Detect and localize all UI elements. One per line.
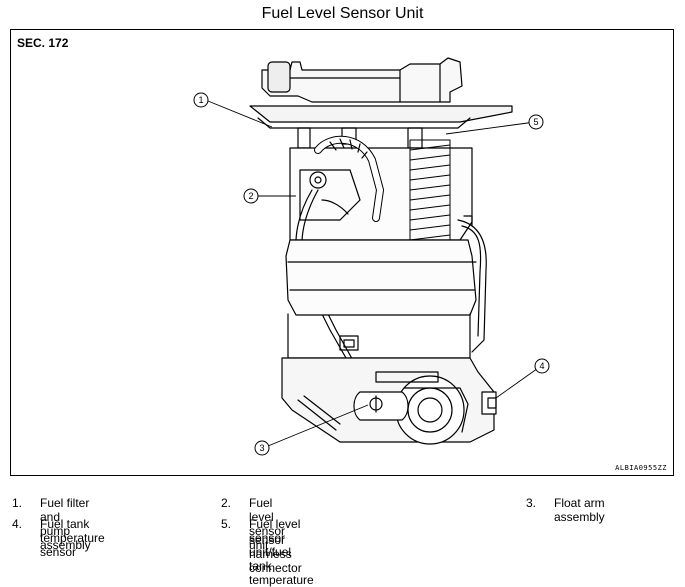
- page-title: Fuel Level Sensor Unit: [261, 5, 424, 22]
- callout-1: 1: [198, 95, 203, 105]
- section-label: SEC. 172: [17, 36, 69, 50]
- legend-number: 4.: [12, 517, 23, 531]
- callout-3: 3: [259, 443, 264, 453]
- callout-circle-5: [528, 114, 544, 130]
- legend-number: 2.: [221, 496, 232, 510]
- callout-2: 2: [248, 191, 253, 201]
- callout-5: 5: [533, 117, 538, 127]
- diagram-frame: SEC. 172 ALBIA0955ZZ: [10, 29, 674, 476]
- callout-circle-2: [243, 188, 259, 204]
- legend-number: 5.: [221, 517, 232, 531]
- callout-circle-1: [193, 92, 209, 108]
- legend-text-continued: sensor harness connector: [249, 533, 302, 575]
- legend-number: 3.: [526, 496, 537, 510]
- fuel-level-sensor-illustration: 1 2 3 4 5: [193, 57, 550, 456]
- callout-4: 4: [539, 361, 544, 371]
- legend-number: 1.: [12, 496, 23, 510]
- legend-text: Float arm assembly: [554, 496, 605, 524]
- callout-circle-3: [254, 440, 270, 456]
- figure-code: ALBIA0955ZZ: [615, 464, 667, 472]
- legend-text: Fuel level sensor unit: [249, 496, 286, 552]
- legend-text: Fuel filter and pump assembly: [40, 496, 91, 552]
- callout-circle-4: [534, 358, 550, 374]
